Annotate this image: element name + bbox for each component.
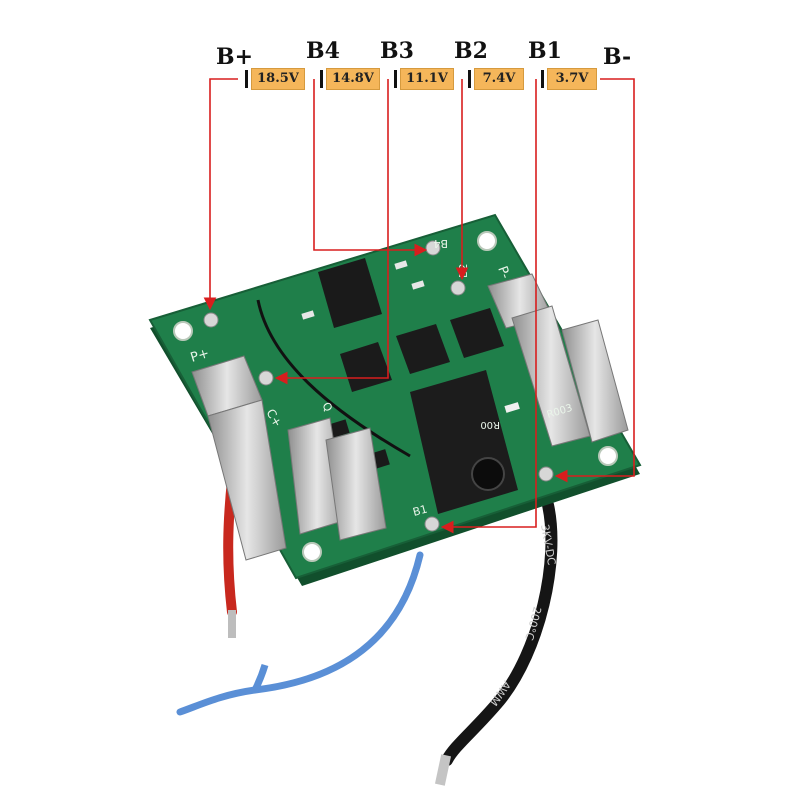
silk-r00: R00 [480, 419, 500, 430]
cell-terminal [394, 70, 397, 88]
control-ic [318, 258, 382, 328]
cell-terminals [245, 70, 544, 88]
solder-pad-b2 [450, 280, 466, 296]
cell-terminal [541, 70, 544, 88]
silk-b4: B4 [433, 237, 448, 250]
mounting-hole [598, 446, 618, 466]
solder-pad-b-plus [203, 312, 219, 328]
cell-terminal [468, 70, 471, 88]
cell-terminal [320, 70, 323, 88]
jumper-wire [256, 299, 411, 458]
cell-voltage-3-7v: 3.7V [547, 68, 597, 90]
label-b4: B4 [306, 38, 340, 64]
connection-lines [203, 78, 635, 534]
solder-pad-b-minus [538, 466, 554, 482]
label-b3: B3 [380, 38, 414, 64]
red-lead-tip [228, 610, 236, 638]
smd-resistor [394, 260, 408, 270]
line-b-minus [554, 78, 635, 483]
mosfet [340, 342, 392, 392]
cell-voltage-11-1v: 11.1V [400, 68, 454, 90]
silk-b2: B2 [457, 263, 470, 278]
smd-resistor [504, 402, 520, 413]
label-b-minus: B- [603, 44, 632, 70]
mosfet [450, 308, 504, 358]
pcb-board [148, 213, 642, 586]
solder-pad-b1 [424, 516, 440, 532]
mounting-hole [173, 321, 193, 341]
cell-voltage-18-5v: 18.5V [251, 68, 305, 90]
blue-lead-wire [176, 551, 424, 716]
terminal-clip-left [191, 355, 387, 561]
label-b1: B1 [528, 38, 562, 64]
mounting-hole [477, 231, 497, 251]
silk-b1: B1 [411, 503, 428, 519]
line-b1 [440, 79, 537, 534]
cell-voltage-7-4v: 7.4V [474, 68, 524, 90]
line-b4 [313, 79, 428, 257]
silk-p-plus: P+ [189, 346, 211, 366]
blue-lead-wire-2 [251, 663, 269, 692]
line-b3 [274, 79, 389, 385]
label-b2: B2 [454, 38, 488, 64]
cell-voltage-14-8v: 14.8V [326, 68, 380, 90]
silk-p-minus: P- [494, 264, 512, 281]
smd-resistor [411, 280, 425, 290]
mosfet [396, 324, 450, 374]
black-lead-tip [434, 754, 452, 786]
dc-jack-port [471, 457, 505, 491]
cell-terminal [245, 70, 248, 88]
solder-pad-b3 [258, 370, 274, 386]
black-lead-wire [441, 499, 558, 766]
label-b-plus: B+ [216, 44, 254, 70]
mounting-hole [302, 542, 322, 562]
line-b-plus [203, 78, 238, 311]
smd-resistor [301, 310, 315, 320]
